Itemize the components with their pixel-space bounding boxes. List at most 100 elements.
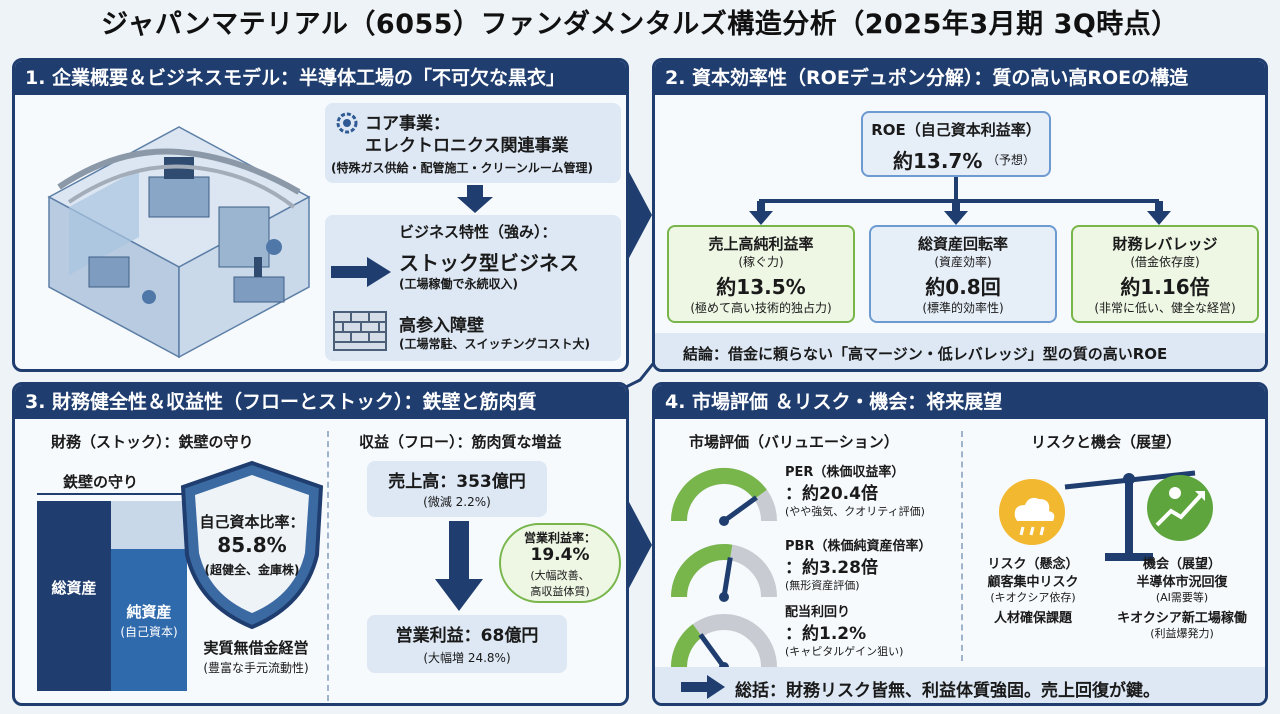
arrow-down-right [1147,201,1171,225]
opp-item-4: (利益爆発力) [1150,627,1214,640]
section-roe-dupont: 2. 資本効率性（ROEデュポン分解）：質の高い高ROEの構造 ROE（自己資本… [652,58,1268,372]
per-value: ：約20.4倍 [785,484,878,504]
total-assets-label: 総資産 [51,579,97,597]
page-title: ジャパンマテリアル（6055）ファンダメンタルズ構造分析（2025年3月期 3Q… [101,9,1179,40]
leverage-label: 財務レバレッジ [1112,235,1218,253]
asset-turnover-note: (標準的効率性) [922,301,1004,315]
per-label: PER（株価収益率） [785,465,905,480]
asset-turnover-box: 総資産回転率 (資産効率) 約0.8回 (標準的効率性) [869,225,1057,323]
opp-label: 機会（展望） [1142,557,1221,572]
debtfree-title: 実質無借金経営 [203,639,309,657]
net-assets-bar: 純資産 (自己資本) [111,549,187,691]
asset-turnover-label: 総資産回転率 [917,235,1008,253]
pbr-value: ：約3.28倍 [785,558,878,578]
margin-value: 19.4% [530,545,590,565]
summary-arrow-icon [681,675,725,699]
factory-illustration [47,126,311,359]
op-profit-box: 営業利益：68億円 (大幅増 24.8%) [367,615,567,673]
right-arrow-icon [331,257,391,287]
balance-scale-icon [1064,470,1196,561]
section1-header: 1. 企業概要＆ビジネスモデル：半導体工場の「不可欠な黒衣」 [15,61,626,95]
section-financial-health: 3. 財務健全性＆収益性（フローとストック）：鉄壁と筋肉質 財務（ストック）：鉄… [12,382,629,706]
barrier-detail: (工場常駐、スイッチングコスト大) [399,337,590,351]
roe-label: ROE（自己資本利益率） [871,121,1041,139]
opp-item-1: 半導体市況回復 [1136,575,1228,590]
sales-change: (微減 2.2%) [423,495,491,509]
asset-turnover-value: 約0.8回 [925,275,1001,299]
pbr-gauge [671,544,777,602]
brick-wall-icon [333,311,387,351]
summary-text: 総括：財務リスク皆無、利益体質強固。売上回復が鍵。 [735,681,1160,701]
section4-header: 4. 市場評価 ＆リスク・機会：将来展望 [655,385,1265,419]
pbr-label: PBR（株価純資産倍率） [785,539,932,554]
business-traits-box: ビジネス特性（強み）： ストック型ビジネス (工場稼働で永続収入) 高参入障壁 … [325,215,621,361]
down-arrow-icon [457,185,493,213]
section3-divider [327,431,329,701]
big-down-arrow-icon [435,521,483,611]
shield-icon [180,460,324,630]
margin-label: 営業利益率： [523,531,596,545]
equity-label: 自己資本比率： [199,513,305,531]
roe-value: 約13.7% [893,149,983,173]
section2-header: 2. 資本効率性（ROEデュポン分解）：質の高い高ROEの構造 [655,61,1265,95]
dividend-note: (キャピタルゲイン狙い) [785,645,904,658]
leverage-note: (非常に低い、健全な経営) [1094,301,1236,315]
risk-title: リスクと機会（展望） [1031,433,1182,451]
opp-item-2: (AI需要等) [1155,591,1209,604]
flow-title: 収益（フロー）：筋肉質な増益 [359,433,562,451]
leverage-value: 約1.16倍 [1120,275,1210,299]
net-margin-sub: (稼ぐ力) [738,255,784,269]
arrow-down-center [944,201,968,225]
margin-note-2: 高収益体質) [530,585,590,598]
op-profit-value: 営業利益：68億円 [395,626,539,646]
margin-note-1: (大幅改善、 [530,569,590,582]
valuation-title: 市場評価（バリュエーション） [689,433,899,451]
core-detail: (特殊ガス供給・配管施工・クリーンルーム管理) [331,161,594,175]
arrow-down-left [749,201,773,225]
risk-item-1: 顧客集中リスク [987,575,1079,590]
equity-note: (超健全、金庫株) [204,563,300,577]
roe-conclusion-bar: 結論：借金に頼らない「高マージン・低レバレッジ」型の質の高いROE [655,333,1265,369]
pbr-note: (無形資産評価) [785,579,860,592]
roe-box: ROE（自己資本利益率） 約13.7% （予想） [861,111,1051,177]
summary-bar: 総括：財務リスク皆無、利益体質強固。売上回復が鍵。 [655,667,1265,703]
dividend-gauge [670,614,777,672]
net-margin-value: 約13.5% [716,275,806,299]
net-margin-note: (極めて高い技術的独占力) [690,301,832,315]
roe-conclusion: 結論：借金に頼らない「高マージン・低レバレッジ」型の質の高いROE [683,345,1168,363]
sales-value: 売上高：353億円 [388,472,526,492]
section-business-model: 1. 企業概要＆ビジネスモデル：半導体工場の「不可欠な黒衣」 コア事業： エレク… [12,58,629,372]
core-name: エレクトロニクス関連事業 [365,136,569,156]
net-assets-label: 純資産 [126,603,172,621]
barrier-title: 高参入障壁 [399,316,484,336]
arrow-1-to-2 [628,170,652,260]
section-market-risk: 4. 市場評価 ＆リスク・機会：将来展望 市場評価（バリュエーション） PER（… [652,382,1268,706]
dividend-value: ：約1.2% [785,624,867,644]
net-margin-box: 売上高純利益率 (稼ぐ力) 約13.5% (極めて高い技術的独占力) [667,225,855,323]
liabilities-bar [111,501,187,549]
total-assets-bar: 総資産 [37,501,111,691]
section3-header: 3. 財務健全性＆収益性（フローとストック）：鉄壁と筋肉質 [15,385,626,419]
trait-detail: (工場稼働で永続収入) [399,277,518,291]
sales-box: 売上高：353億円 (微減 2.2%) [367,461,547,517]
arrow-3-to-4 [628,500,652,590]
per-gauge [671,467,777,526]
tree-stem [954,177,958,201]
risk-item-2: (キオクシア依存) [990,591,1076,604]
trait-name: ストック型ビジネス [399,251,579,275]
debtfree-note: (豊富な手元流動性) [203,661,309,675]
leverage-sub: (借金依存度) [1130,255,1200,269]
dividend-label: 配当利回り [785,605,851,620]
margin-bubble: 営業利益率： 19.4% (大幅改善、 高収益体質) [499,523,621,603]
per-note: (やや強気、クオリティ評価) [785,505,925,518]
op-profit-change: (大幅増 24.8%) [423,651,511,665]
wall-bracket [37,493,187,495]
storm-cloud-icon [999,479,1065,545]
wall-label: 鉄壁の守り [63,473,139,491]
section4-divider [961,431,963,661]
risk-label: リスク（懸念） [987,557,1079,572]
net-margin-label: 売上高純利益率 [708,235,814,253]
opp-item-3: キオクシア新工場稼働 [1117,611,1247,626]
risk-item-3: 人材確保課題 [993,611,1072,626]
leverage-box: 財務レバレッジ (借金依存度) 約1.16倍 (非常に低い、健全な経営) [1071,225,1259,323]
